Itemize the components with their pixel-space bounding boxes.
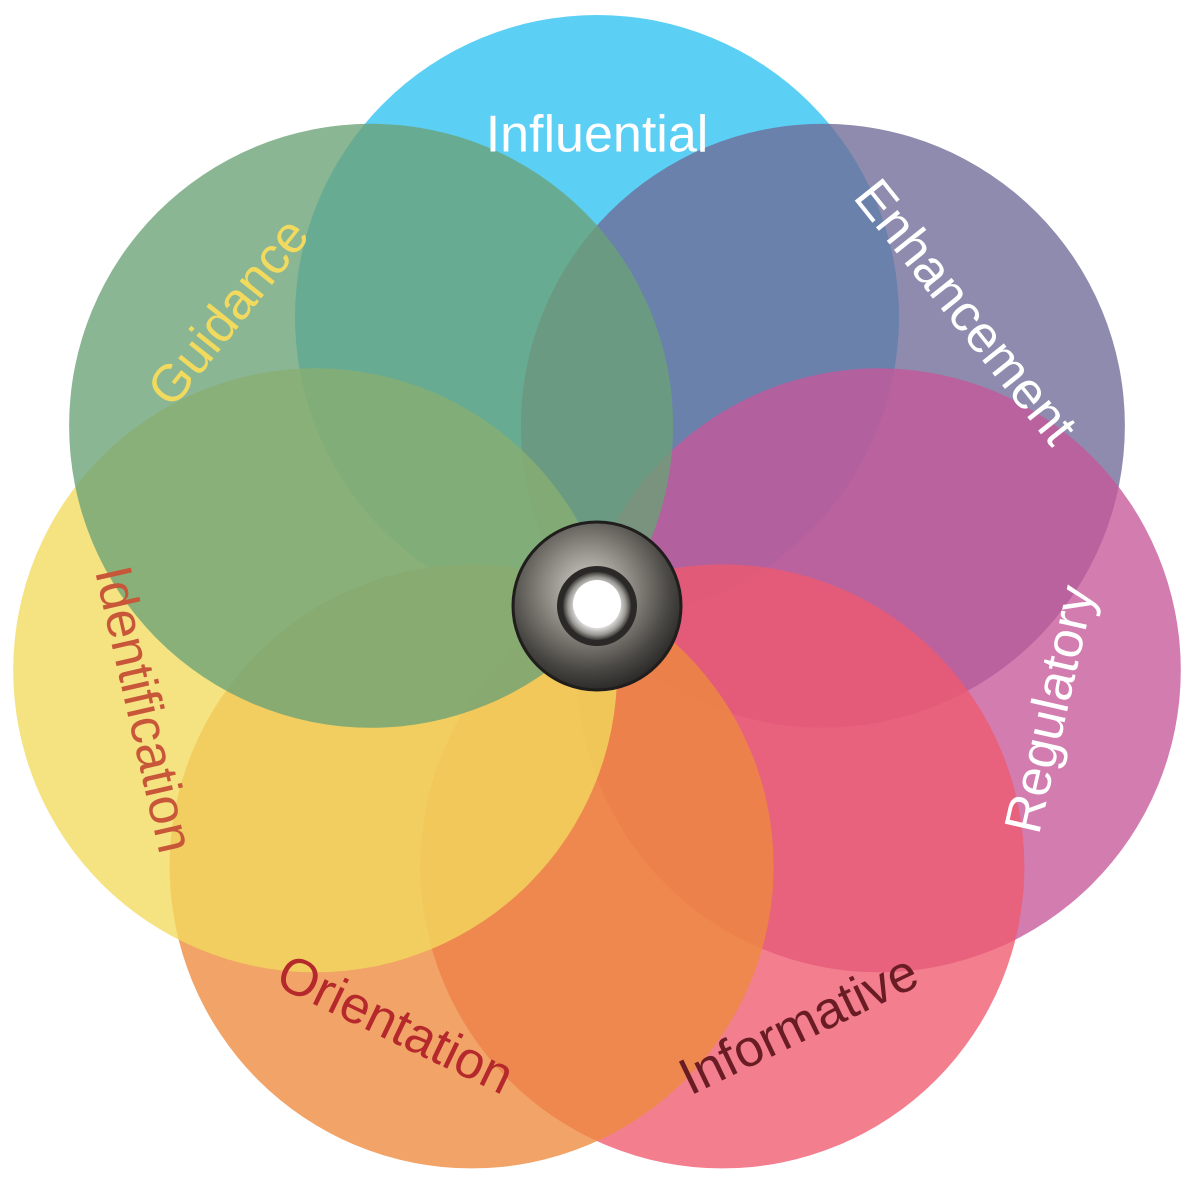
label-influential: Influential <box>486 106 709 164</box>
petals-layer <box>13 15 1181 1169</box>
center-grommet <box>511 520 683 692</box>
